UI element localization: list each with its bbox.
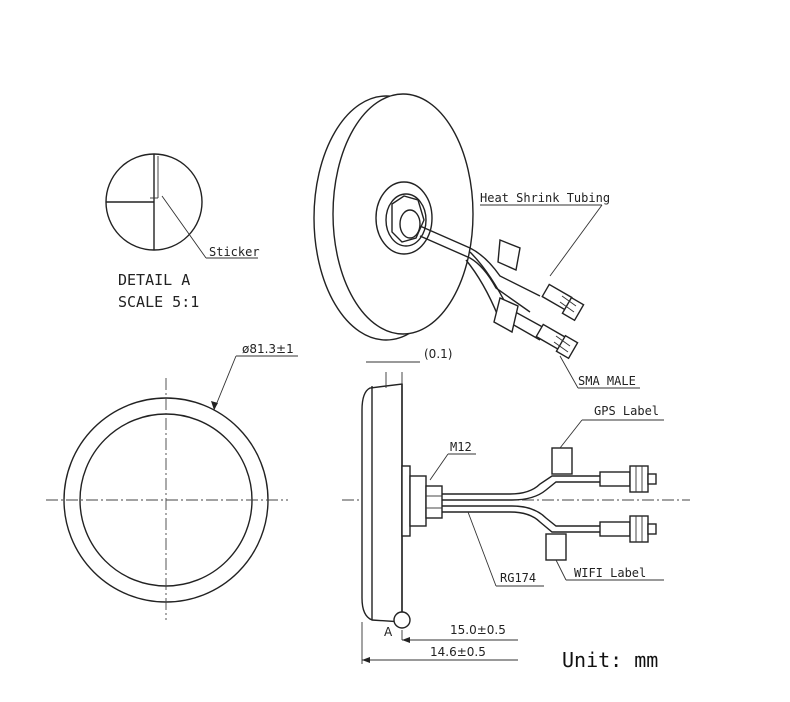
front-view: ø81.3±1: [46, 342, 298, 620]
dim-14-label: 14.6±0.5: [430, 645, 486, 659]
detail-title: DETAIL A: [118, 271, 190, 289]
wifi-label: WIFI Label: [574, 566, 646, 580]
diameter-label: ø81.3±1: [242, 342, 294, 356]
thread-label: M12: [450, 440, 472, 454]
gps-label: GPS Label: [594, 404, 659, 418]
detail-a-view: Sticker DETAIL A SCALE 5:1: [105, 153, 260, 311]
unit-label: Unit: mm: [562, 648, 658, 672]
isometric-view: Heat Shrink Tubing SMA MALE: [313, 93, 640, 389]
dim-15-label: 15.0±0.5: [450, 623, 506, 637]
heat-shrink-label: Heat Shrink Tubing: [480, 191, 610, 205]
gap-label: (0.1): [424, 347, 452, 361]
detail-scale: SCALE 5:1: [118, 293, 199, 311]
cable-label: RG174: [500, 571, 536, 585]
side-view: (0.1) M12 GPS Label RG174 WIFI Label A 1…: [342, 347, 690, 664]
sticker-label: Sticker: [209, 245, 260, 259]
detail-ref-label: A: [384, 625, 393, 639]
sma-male-label: SMA MALE: [578, 374, 636, 388]
